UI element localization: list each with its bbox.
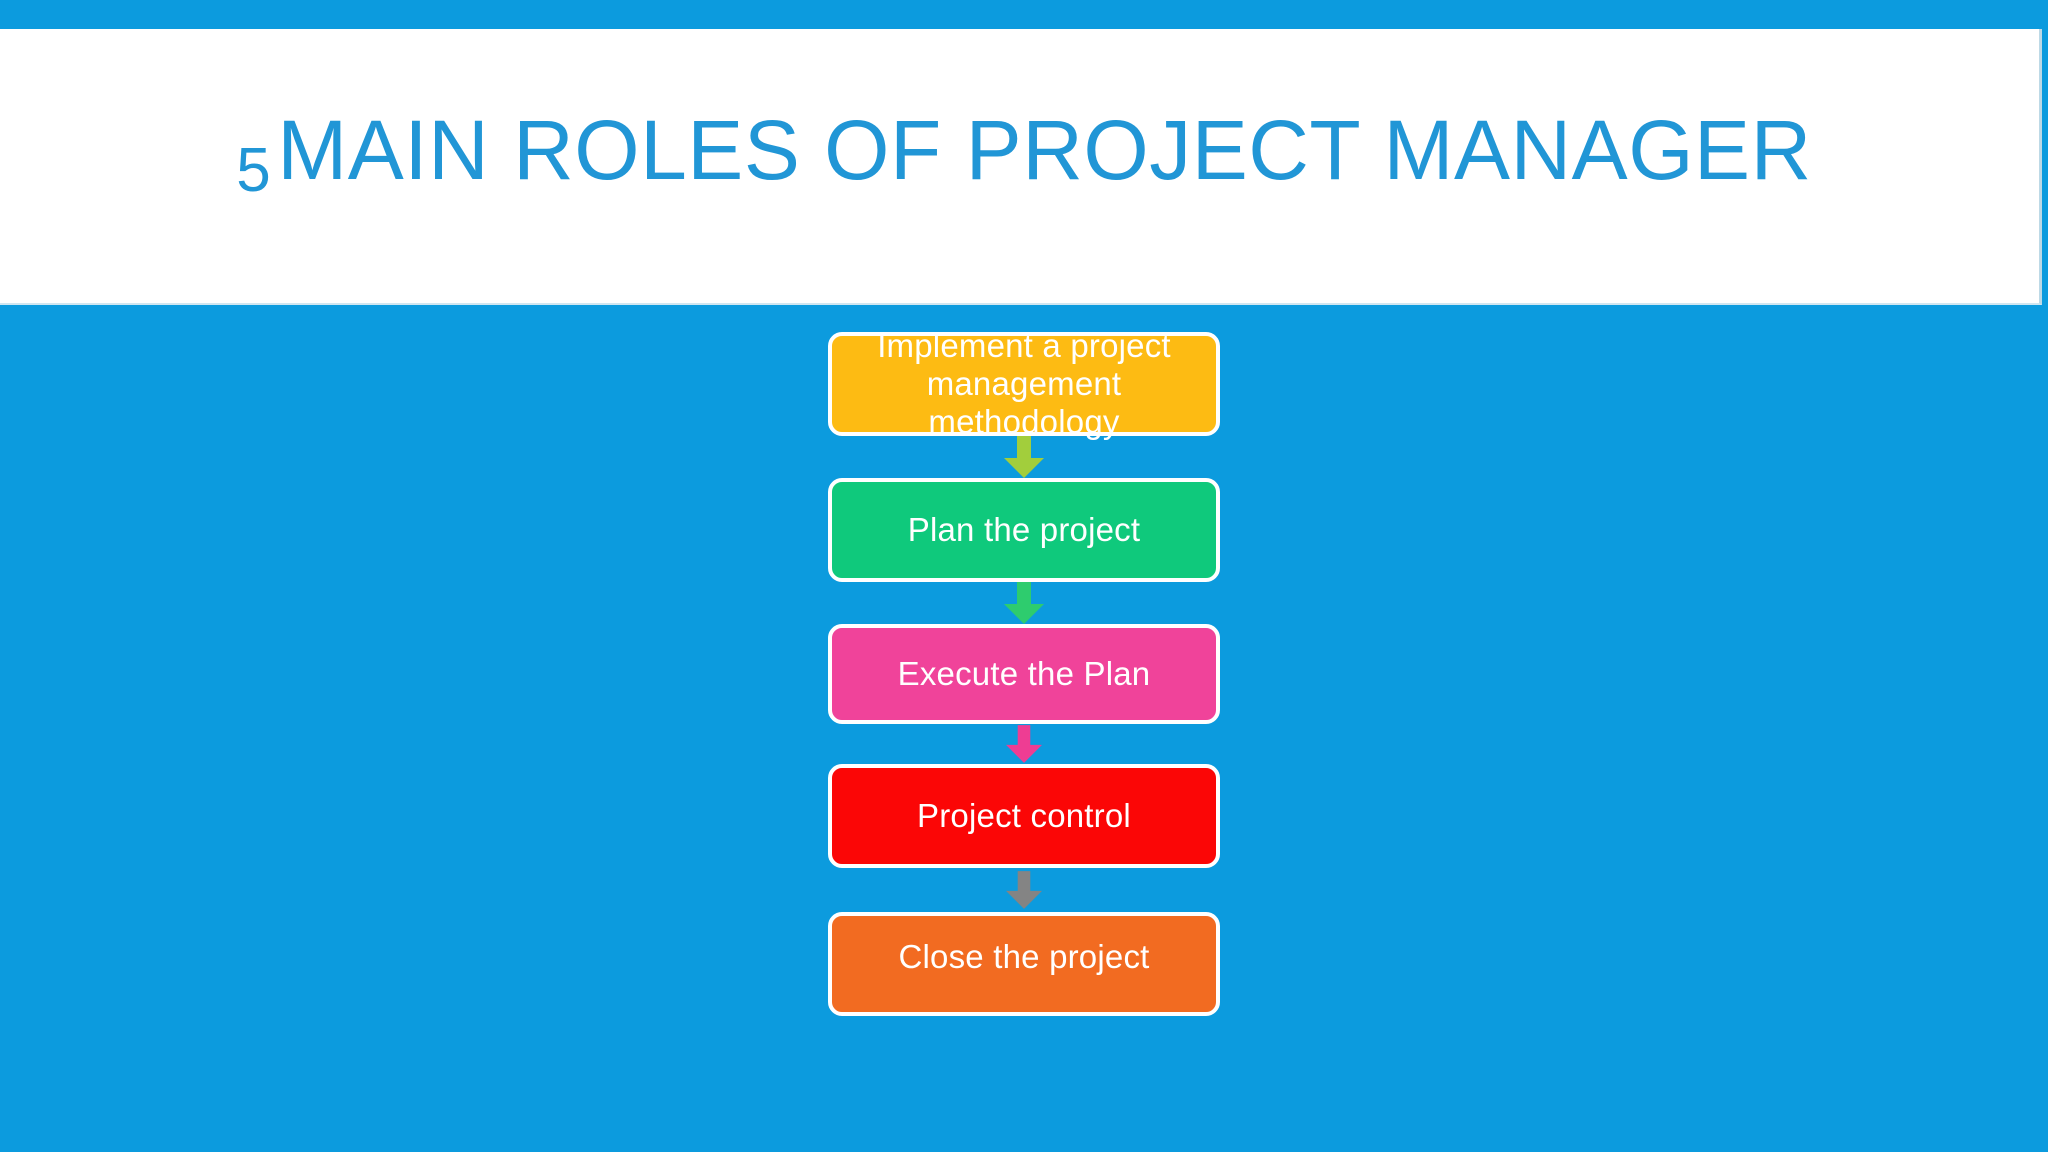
flow-connector-4 xyxy=(828,868,1220,912)
flow-step-label: Execute the Plan xyxy=(897,654,1151,692)
flow-step-label: Close the project xyxy=(898,938,1150,975)
flow-step-label: Project control xyxy=(917,796,1131,834)
flow-step-project-control[interactable]: Project control xyxy=(828,764,1220,868)
flow-connector-2 xyxy=(828,582,1220,624)
flow-step-implement-methodology[interactable]: Implement a project management methodolo… xyxy=(828,327,1220,440)
down-arrow-icon xyxy=(1004,436,1044,478)
down-arrow-icon xyxy=(1004,582,1044,624)
title-band xyxy=(0,29,2042,305)
flow-step-plan-the-project[interactable]: Plan the project xyxy=(828,478,1220,582)
title-main-text: MAIN ROLES OF PROJECT MANAGER xyxy=(277,103,1812,197)
down-arrow-icon xyxy=(1006,870,1042,910)
flow-step-label: Plan the project xyxy=(907,510,1141,548)
flow-connector-3 xyxy=(828,724,1220,764)
flow-step-execute-the-plan[interactable]: Execute the Plan xyxy=(828,624,1220,724)
process-flow-diagram: Implement a project management methodolo… xyxy=(828,327,1220,1016)
flow-step-close-the-project[interactable]: Close the project xyxy=(828,912,1220,1016)
flow-connector-1 xyxy=(828,436,1220,478)
title-lead-numeral: 5 xyxy=(236,136,272,205)
flow-step-label: Implement a project management methodolo… xyxy=(877,326,1171,441)
page-title: 5MAIN ROLES OF PROJECT MANAGER xyxy=(0,108,2048,202)
down-arrow-icon xyxy=(1006,724,1042,764)
